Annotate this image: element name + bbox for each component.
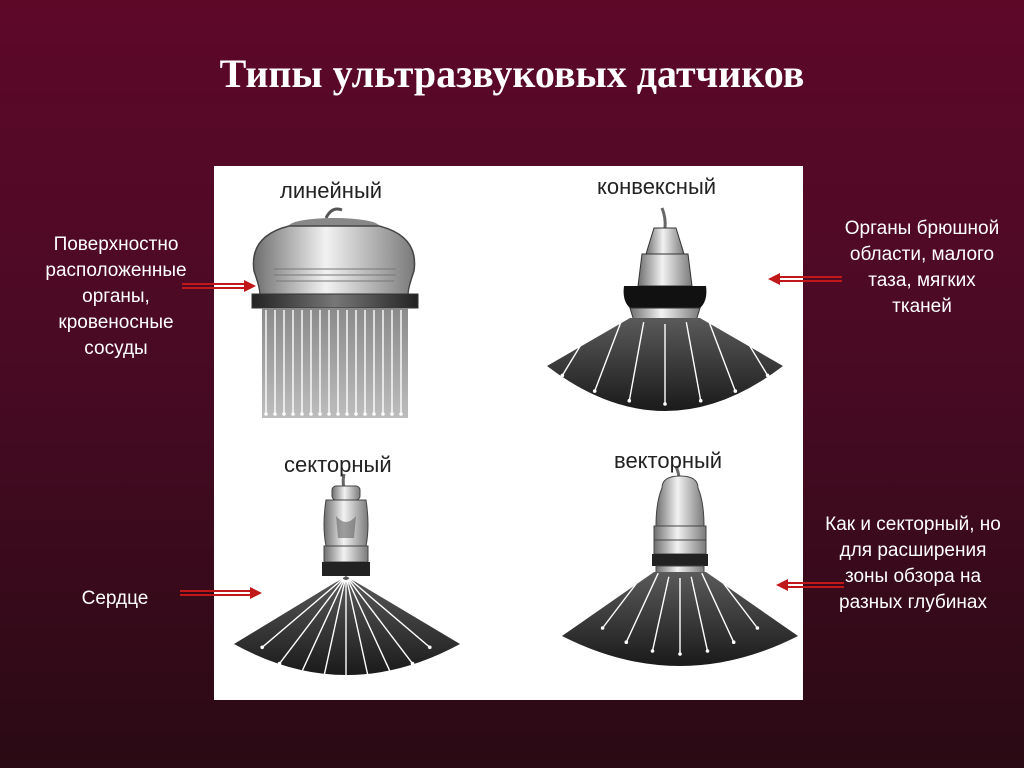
note-vector: Как и секторный, но для расширения зоны … [825,514,1001,613]
beam-line [602,566,650,629]
convex-beam-lines [507,278,823,406]
note-linear: Поверхностно расположенные органы, крове… [45,234,187,359]
beam-arrowhead [678,652,682,656]
beam-arrowhead [336,412,340,416]
beam-arrowhead [775,607,780,611]
beam-line [690,576,709,652]
arrow-convex [768,273,842,285]
probe-label-linear: линейный [280,178,383,203]
slide-title: Типы ультразвуковых датчиков [219,51,805,96]
beam-arrowhead [247,625,251,630]
beam-line [248,577,343,629]
note-sector: Сердце [81,588,149,609]
beam-line [594,316,624,392]
sector-beam-lines [247,577,445,688]
beam-arrowhead [381,412,385,416]
beam-arrowhead [565,584,569,588]
beam-arrowhead [507,326,511,330]
probe-label-convex: конвексный [597,174,717,199]
beam-arrowhead [650,649,655,653]
beam-arrowhead [663,402,667,406]
beam-line [349,577,444,629]
beam-arrowhead [273,412,277,416]
beam-line [651,576,670,652]
beam-arrowhead [291,412,295,416]
beam-arrowhead [345,412,349,416]
beam-arrowhead [410,661,415,666]
beam-arrowhead [765,373,770,378]
arrow-sector [180,587,262,599]
beam-arrowhead [592,389,597,393]
probe-label-vector: векторный [614,448,723,473]
beam-arrowhead [282,412,286,416]
beam-arrowhead [363,412,367,416]
beam-arrowhead [309,412,313,416]
beam-arrowhead [705,649,710,653]
beam-line [348,578,431,648]
beam-arrowhead [390,412,394,416]
beam-arrowhead [755,626,760,630]
probe-label-sector: секторный [284,452,392,477]
beam-arrowhead [372,412,376,416]
beam-arrowhead [260,645,264,650]
beam-line [278,578,345,665]
beam-line [347,579,393,677]
beam-arrowhead [300,412,304,416]
beam-line [706,316,736,392]
beam-arrowhead [327,412,331,416]
beam-line [582,559,641,610]
beam-line [561,306,605,376]
beam-arrowhead [320,681,325,686]
beam-arrowhead [399,412,403,416]
beam-arrowhead [624,640,629,644]
beam-line [261,578,344,648]
beam-arrowhead [277,661,282,666]
beam-arrowhead [390,674,394,678]
beam-line [508,278,573,329]
beam-line [347,578,414,665]
beam-line [701,572,735,643]
beam-line [742,293,798,355]
beam-line [725,549,794,587]
beam-arrowhead [560,373,565,378]
beam-line [532,293,588,355]
beam-arrowhead [298,674,302,678]
beam-line [719,559,778,610]
probe-figure-panel: линейный конвексный секторный векторный [214,166,823,700]
beam-arrowhead [367,681,372,686]
note-convex: Органы брюшной области, малого таза, мяг… [844,218,1000,317]
beam-line [725,306,769,376]
beam-arrowhead [794,352,799,356]
beam-arrowhead [627,398,632,403]
beam-arrowhead [344,684,348,688]
linear-beam-lines [264,310,403,416]
beam-line [321,579,346,684]
arrow-vector [776,579,844,591]
beam-line [346,579,371,684]
beam-arrowhead [531,352,536,356]
beam-line [299,579,345,677]
linear-probe-icon [251,207,419,418]
beam-arrowhead [731,640,736,644]
beam-arrowhead [698,398,703,403]
beam-line [625,572,659,643]
beam-arrowhead [733,389,738,393]
arrow-linear [182,280,256,292]
beam-arrowhead [318,412,322,416]
beam-line [710,566,758,629]
beam-line [628,321,645,401]
beam-line [566,549,635,587]
beam-arrowhead [354,412,358,416]
beam-line [685,321,702,401]
beam-arrowhead [428,645,432,650]
beam-arrowhead [600,626,605,630]
beam-arrowhead [264,412,268,416]
beam-arrowhead [580,607,585,611]
beam-arrowhead [441,625,445,630]
